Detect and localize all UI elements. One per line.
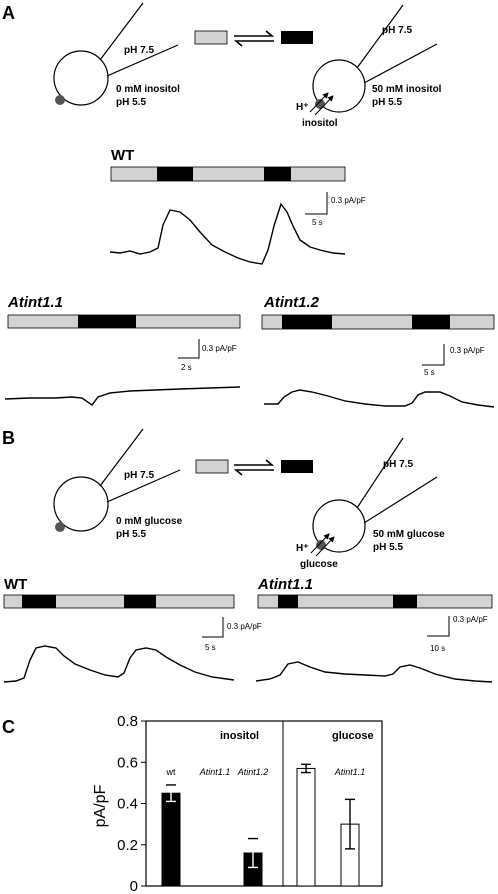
y-tick-label: 0.2: [117, 837, 138, 854]
current-trace-atint12-inositol: [264, 389, 495, 408]
reverse-arrow-icon: [233, 40, 274, 47]
current-trace-atint11-inositol: [4, 386, 241, 406]
bath-ph-label: pH 7.5: [382, 25, 412, 36]
scale-current-label: 0.3 pA/pF: [202, 344, 237, 353]
group-title: inositol: [220, 730, 259, 742]
substrate-label: inositol: [302, 118, 338, 129]
cotransport-arrow-icon: [314, 95, 334, 116]
pipette-solution-label: 0 mM glucose: [116, 516, 183, 527]
current-trace-wt-inositol: [109, 202, 346, 265]
genotype-title-atint11: Atint1.1: [7, 294, 63, 311]
cotransport-arrow-icon: [309, 92, 329, 113]
substrate-solution-box: [281, 460, 313, 473]
proton-label: H⁺: [296, 102, 309, 113]
scale-time-label: 5 s: [205, 643, 216, 652]
pipette-solution-label: 50 mM inositol: [372, 84, 442, 95]
panel-b-letter: B: [2, 428, 15, 448]
genotype-title-wt: WT: [4, 576, 27, 593]
category-label: Atint1.2: [237, 767, 269, 777]
transporter-inactive-icon: [55, 522, 65, 532]
control-solution-box: [195, 459, 229, 474]
y-tick-label: 0.6: [117, 754, 138, 771]
pipette-solution-label: 50 mM glucose: [373, 529, 445, 540]
bar: [296, 767, 316, 887]
bath-ph-label: pH 7.5: [383, 459, 413, 470]
panel-a-cell-with-substrate: pH 7.5 50 mM inositol pH 5.5 H⁺ inositol: [296, 4, 442, 129]
category-label: Atint1.1: [334, 767, 366, 777]
bath-ph-label: pH 7.5: [124, 470, 154, 481]
scale-bar-atint11-glucose: 0.3 pA/pF 10 s: [427, 615, 488, 653]
y-tick-label: 0.4: [117, 796, 138, 813]
y-tick-label: 0: [130, 878, 138, 894]
pipette-solution-label: 0 mM inositol: [116, 84, 180, 95]
pipette-ph-label: pH 5.5: [116, 529, 146, 540]
scale-time-label: 10 s: [430, 644, 445, 653]
panel-b-exchange-symbol: [195, 459, 313, 476]
perfusion-bar-wt-inositol: [110, 166, 346, 182]
scale-time-label: 5 s: [424, 368, 435, 377]
category-label: wt: [166, 767, 176, 777]
pipette-ph-label: pH 5.5: [373, 542, 403, 553]
bath-ph-label: pH 7.5: [124, 45, 154, 56]
panel-b-cell-with-substrate: pH 7.5 50 mM glucose pH 5.5 H⁺ glucose: [296, 437, 445, 570]
panel-b-cell-no-substrate: pH 7.5 0 mM glucose pH 5.5: [53, 428, 183, 540]
pipette-ph-label: pH 5.5: [116, 97, 146, 108]
panel-c-letter: C: [2, 717, 15, 737]
perfusion-bar-atint12-inositol: [261, 314, 495, 330]
scale-bar-wt-inositol: 0.3 pA/pF 5 s: [305, 192, 366, 227]
scale-bar-atint12-inositol: 0.3 pA/pF 5 s: [422, 344, 485, 377]
group-title: glucose: [332, 730, 374, 742]
scale-current-label: 0.3 pA/pF: [453, 615, 488, 624]
y-tick-label: 0.8: [117, 713, 138, 730]
scale-current-label: 0.3 pA/pF: [331, 196, 366, 205]
genotype-title-atint11: Atint1.1: [257, 576, 313, 593]
perfusion-bar-wt-glucose: [3, 594, 235, 609]
panel-a-letter: A: [2, 3, 15, 23]
scale-current-label: 0.3 pA/pF: [227, 622, 262, 631]
proton-label: H⁺: [296, 543, 309, 554]
pipette-ph-label: pH 5.5: [372, 97, 402, 108]
panel-a-cell-no-substrate: pH 7.5 0 mM inositol pH 5.5: [53, 2, 180, 108]
substrate-label: glucose: [300, 559, 338, 570]
panel-a-exchange-symbol: [194, 30, 313, 47]
control-solution-box: [194, 30, 228, 45]
category-label: Atint1.1: [199, 767, 231, 777]
bar-chart: pA/pF 0 0.2 0.4 0.6 0.8 inositol wt Atint1.1 Ati…: [92, 713, 383, 894]
transporter-inactive-icon: [55, 95, 65, 105]
cotransport-arrow-icon: [315, 536, 335, 557]
transporter-active-icon: [315, 99, 325, 109]
forward-arrow-icon: [234, 459, 275, 466]
transporter-active-icon: [316, 540, 326, 550]
current-trace-atint11-glucose: [255, 661, 493, 683]
bar: [161, 792, 181, 887]
perfusion-bar-atint11-inositol: [7, 314, 241, 329]
perfusion-bar-atint11-glucose: [257, 594, 493, 609]
genotype-title-wt: WT: [111, 147, 134, 164]
y-axis-label: pA/pF: [92, 784, 109, 827]
genotype-title-atint12: Atint1.2: [263, 294, 320, 311]
scale-bar-wt-glucose: 0.3 pA/pF 5 s: [202, 617, 262, 652]
scale-time-label: 2 s: [181, 363, 192, 372]
scale-time-label: 5 s: [312, 218, 323, 227]
substrate-solution-box: [281, 31, 313, 44]
scale-current-label: 0.3 pA/pF: [450, 346, 485, 355]
current-trace-wt-glucose: [3, 645, 235, 683]
cotransport-arrow-icon: [310, 533, 330, 554]
scale-bar-atint11-inositol: 0.3 pA/pF 2 s: [178, 339, 237, 372]
reverse-arrow-icon: [233, 469, 274, 476]
forward-arrow-icon: [234, 30, 275, 37]
